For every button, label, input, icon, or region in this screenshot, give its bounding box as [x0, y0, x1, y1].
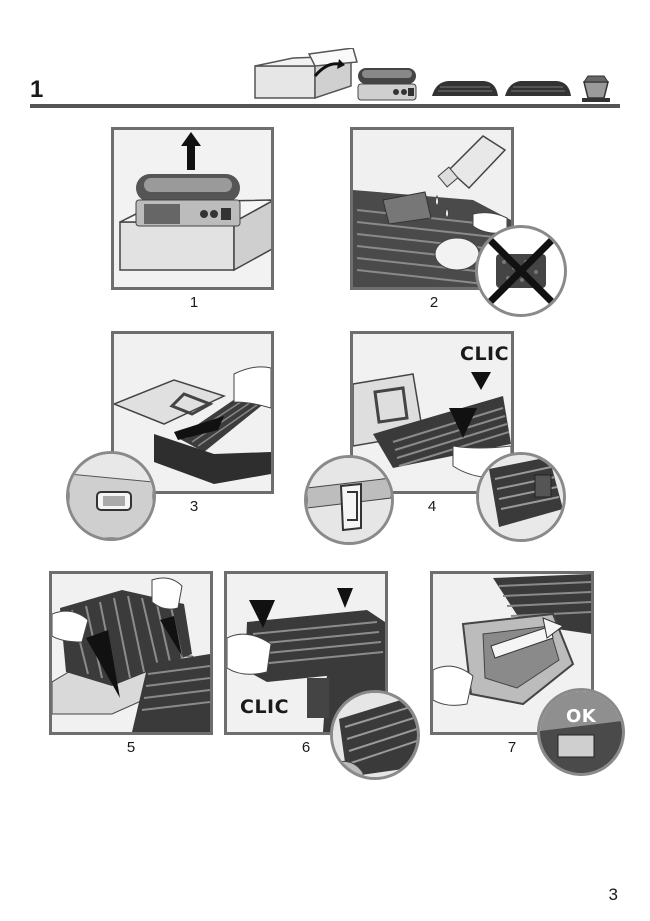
step-6-detail-magnifier: [330, 690, 420, 780]
step-6-caption: 6: [301, 739, 311, 756]
step-3-caption: 3: [189, 498, 199, 515]
step-5-caption: 5: [126, 739, 136, 756]
step-3-detail-magnifier: [66, 451, 156, 541]
step-7-ok-label: OK: [566, 706, 597, 727]
drip-tray-icon: [580, 74, 612, 104]
page-number: 3: [608, 885, 618, 904]
grill-plate-icon-2: [503, 78, 573, 98]
step-3-illustration: [111, 331, 274, 494]
step-7-ok-magnifier: [537, 688, 625, 776]
step-6-clic-label: CLIC: [240, 696, 290, 718]
step-4-clic-label: CLIC: [460, 343, 510, 365]
step-5-illustration: [49, 571, 213, 735]
no-abrasive-sponge-icon: [475, 225, 567, 317]
step-4-detail-magnifier-left: [304, 455, 394, 545]
box-open-icon: [253, 48, 358, 100]
step-4-detail-magnifier-right: [476, 452, 566, 542]
section-divider: [30, 104, 620, 108]
grill-appliance-icon: [356, 64, 420, 102]
step-2-caption: 2: [429, 294, 439, 311]
grill-plate-icon-1: [430, 78, 500, 98]
step-7-caption: 7: [507, 739, 517, 756]
section-number: 1: [30, 76, 44, 103]
step-1-illustration: [111, 127, 274, 290]
step-4-caption: 4: [427, 498, 437, 515]
step-1-caption: 1: [189, 294, 199, 311]
